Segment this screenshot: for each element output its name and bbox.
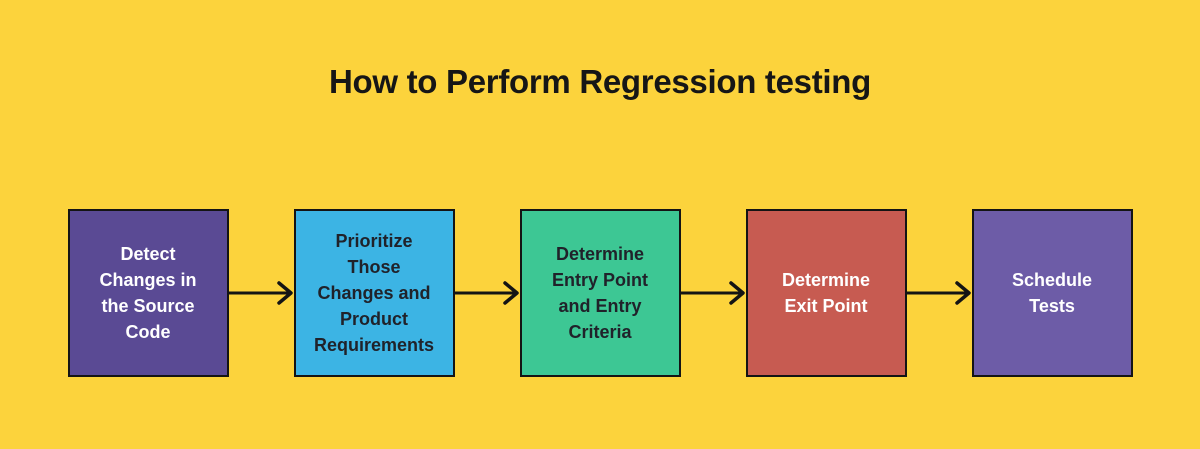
- diagram-title: How to Perform Regression testing: [328, 63, 871, 100]
- flowchart-row: Detect Changes in the Source Code Priori…: [0, 209, 1200, 377]
- step-label: Prioritize Those Changes and Product Req…: [313, 231, 435, 355]
- step-label: Determine Exit Point: [781, 270, 871, 316]
- arrow-right-icon: [454, 281, 519, 305]
- step-box-schedule-tests: Schedule Tests: [971, 209, 1133, 377]
- step-box-detect-changes: Detect Changes in the Source Code: [67, 209, 229, 377]
- step-label: Determine Entry Point and Entry Criteria: [551, 244, 648, 342]
- arrow-right-icon: [680, 281, 745, 305]
- step-label: Schedule Tests: [1011, 270, 1093, 316]
- arrow-right-icon: [906, 281, 971, 305]
- step-box-determine-exit-point: Determine Exit Point: [745, 209, 907, 377]
- step-box-prioritize-changes: Prioritize Those Changes and Product Req…: [293, 209, 455, 377]
- step-label: Detect Changes in the Source Code: [99, 244, 197, 342]
- step-box-determine-entry-point: Determine Entry Point and Entry Criteria: [519, 209, 681, 377]
- arrow-right-icon: [228, 281, 293, 305]
